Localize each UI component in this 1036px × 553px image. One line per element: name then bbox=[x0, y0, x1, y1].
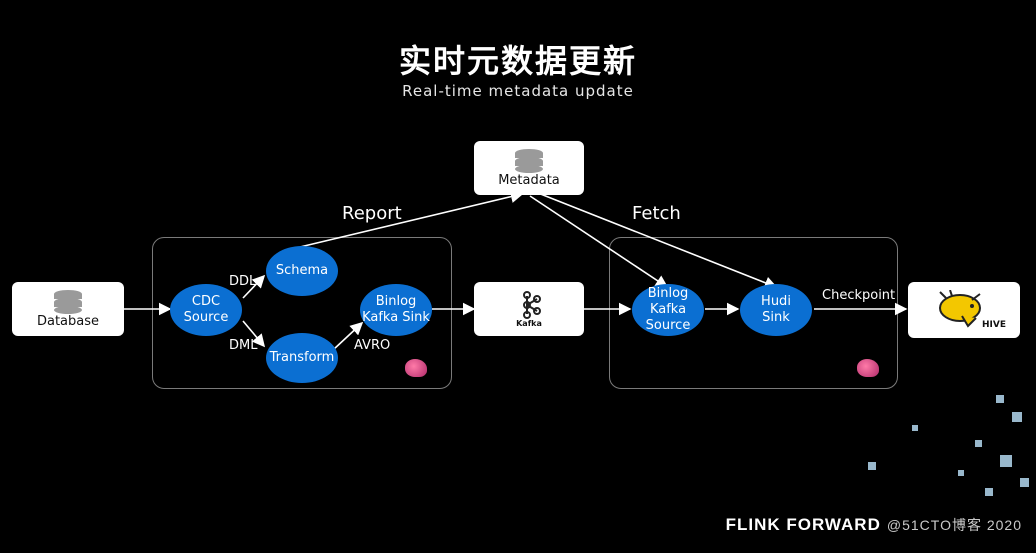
binlog-sink-line2: Kafka Sink bbox=[362, 310, 430, 325]
hive-label: HIVE bbox=[982, 320, 1006, 330]
kafka-label: Kafka bbox=[516, 318, 542, 328]
decor-particle bbox=[1000, 455, 1012, 467]
flink-job-ingest-group bbox=[152, 237, 452, 389]
fetch-label: Fetch bbox=[632, 203, 681, 224]
ddl-label: DDL bbox=[229, 274, 257, 289]
checkpoint-label: Checkpoint bbox=[822, 288, 896, 303]
edge-metadata-source bbox=[529, 195, 669, 288]
kafka-box: Kafka bbox=[474, 282, 584, 336]
edge-metadata-hudi bbox=[537, 192, 778, 289]
decor-particle bbox=[868, 462, 876, 470]
cdc-source-line2: Source bbox=[183, 310, 229, 325]
decor-particle bbox=[1012, 412, 1022, 422]
decor-particle bbox=[985, 488, 993, 496]
flink-squirrel-icon bbox=[405, 359, 427, 377]
edge-cdc-transform bbox=[242, 320, 266, 348]
kafka-icon bbox=[523, 290, 541, 319]
decor-particle bbox=[975, 440, 982, 447]
hudi-sink-line2: Sink bbox=[762, 310, 790, 325]
hive-logo-icon bbox=[939, 290, 981, 328]
schema-label: Schema bbox=[275, 263, 329, 278]
metadata-box: Metadata bbox=[474, 141, 584, 195]
hive-box: HIVE bbox=[908, 282, 1020, 338]
decor-particle bbox=[912, 425, 918, 431]
transform-node: Transform bbox=[266, 333, 338, 383]
edge-cdc-schema bbox=[242, 274, 266, 299]
decor-particle bbox=[1020, 478, 1029, 487]
report-label: Report bbox=[342, 203, 402, 224]
database-icon bbox=[515, 148, 543, 173]
edge-transform-binlog-sink bbox=[332, 321, 364, 351]
cdc-source-line1: CDC bbox=[191, 294, 221, 309]
database-label: Database bbox=[36, 313, 100, 329]
watermark-label: @51CTO博客 2020 bbox=[886, 517, 1022, 533]
page-title: 实时元数据更新 bbox=[398, 42, 637, 80]
binlog-source-line1: Binlog bbox=[647, 286, 689, 301]
avro-label: AVRO bbox=[354, 338, 391, 353]
page-subtitle: Real-time metadata update bbox=[402, 82, 634, 100]
metadata-label: Metadata bbox=[498, 172, 560, 188]
flink-squirrel-icon bbox=[857, 359, 879, 377]
schema-node: Schema bbox=[266, 246, 338, 296]
footer-brand: FLINK FORWARD @51CTO博客 2020 bbox=[726, 515, 1022, 535]
transform-label: Transform bbox=[269, 350, 335, 365]
binlog-source-line2: Kafka Source bbox=[645, 302, 691, 333]
hudi-sink-line1: Hudi bbox=[761, 294, 791, 309]
decor-particle bbox=[958, 470, 964, 476]
dml-label: DML bbox=[229, 338, 258, 353]
binlog-sink-line1: Binlog bbox=[375, 294, 417, 309]
edge-schema-metadata bbox=[299, 190, 524, 248]
database-box: Database bbox=[12, 282, 124, 336]
flink-forward-label: FLINK FORWARD bbox=[725, 515, 881, 534]
database-icon bbox=[54, 289, 82, 314]
decor-particle bbox=[996, 395, 1004, 403]
